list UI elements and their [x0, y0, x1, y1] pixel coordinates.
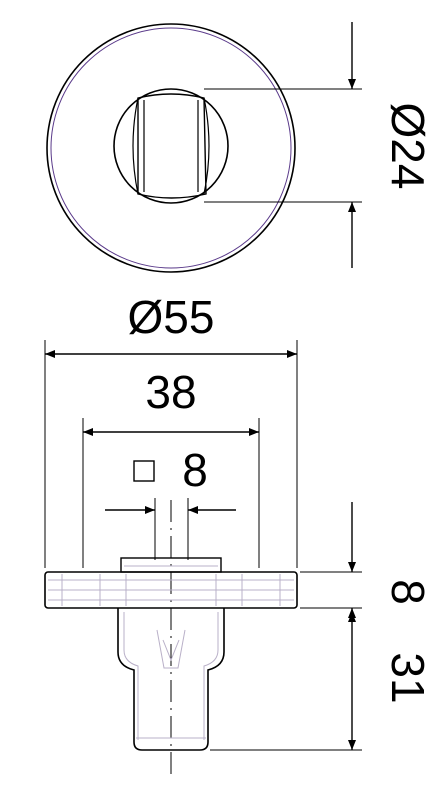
outer-diameter-label: Ø55	[128, 291, 215, 343]
stem-inner-outline	[123, 612, 219, 740]
bore-circle	[113, 88, 229, 204]
inner-width-label: 38	[145, 366, 196, 418]
knob-left-curve	[132, 97, 139, 195]
outer-rosette-inner-edge	[50, 27, 292, 269]
knob-right-curve	[203, 97, 210, 195]
side-view: Ø55 38 8	[44, 291, 434, 780]
total-height-label: 31	[382, 652, 434, 703]
outer-rosette-circle	[46, 23, 296, 273]
flange-height-label: 8	[382, 579, 434, 605]
stem-groove-mark	[156, 629, 186, 669]
square-size-label: 8	[182, 444, 208, 496]
stem-body	[117, 608, 225, 751]
flange-body	[44, 571, 298, 609]
bore-diameter-label: Ø24	[382, 103, 434, 190]
knob-top-shape	[137, 93, 207, 199]
top-view: Ø24	[46, 22, 434, 273]
stem-groove-mark-inner	[162, 639, 180, 662]
square-symbol-icon	[133, 460, 155, 482]
